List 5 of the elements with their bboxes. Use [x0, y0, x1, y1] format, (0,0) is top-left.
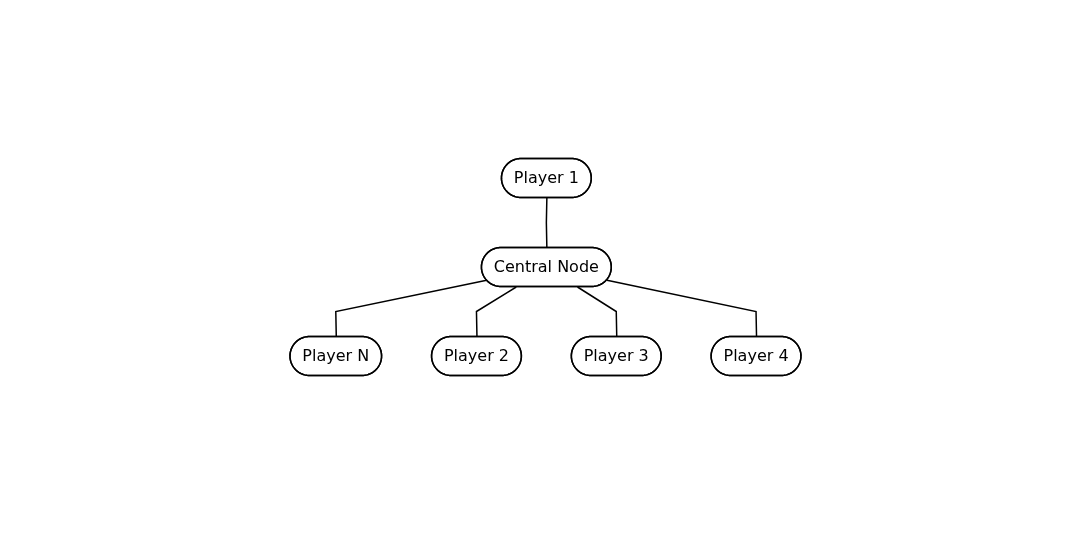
connector [334, 279, 487, 338]
connector [475, 286, 517, 338]
connector [605, 279, 757, 338]
connector [576, 286, 618, 338]
connector [545, 197, 548, 249]
